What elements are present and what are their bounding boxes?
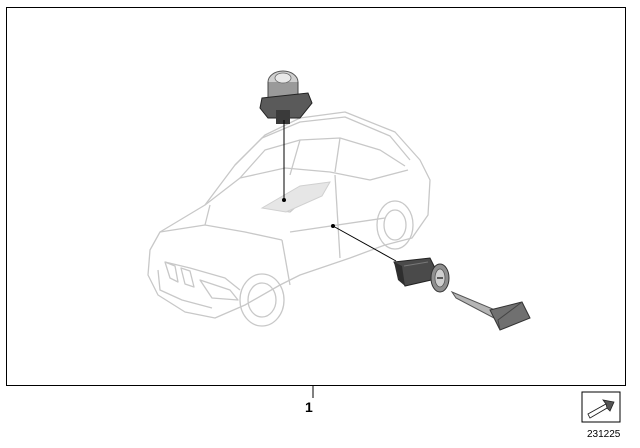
leader-ignition-dot — [282, 198, 286, 202]
ignition-lock-icon — [259, 70, 313, 124]
arrow-stamp-icon — [581, 391, 621, 423]
door-lock-cylinder-icon — [393, 257, 450, 293]
catalog-number-label: 231225 — [587, 429, 621, 440]
part-number-label: 1 — [305, 399, 313, 415]
steering-column-highlight — [260, 181, 331, 213]
leader-door-lock — [332, 225, 397, 262]
key-blade-icon — [450, 290, 531, 331]
leader-door-dot — [331, 224, 335, 228]
vehicle-icon — [147, 111, 431, 327]
diagram-frame — [6, 7, 626, 386]
